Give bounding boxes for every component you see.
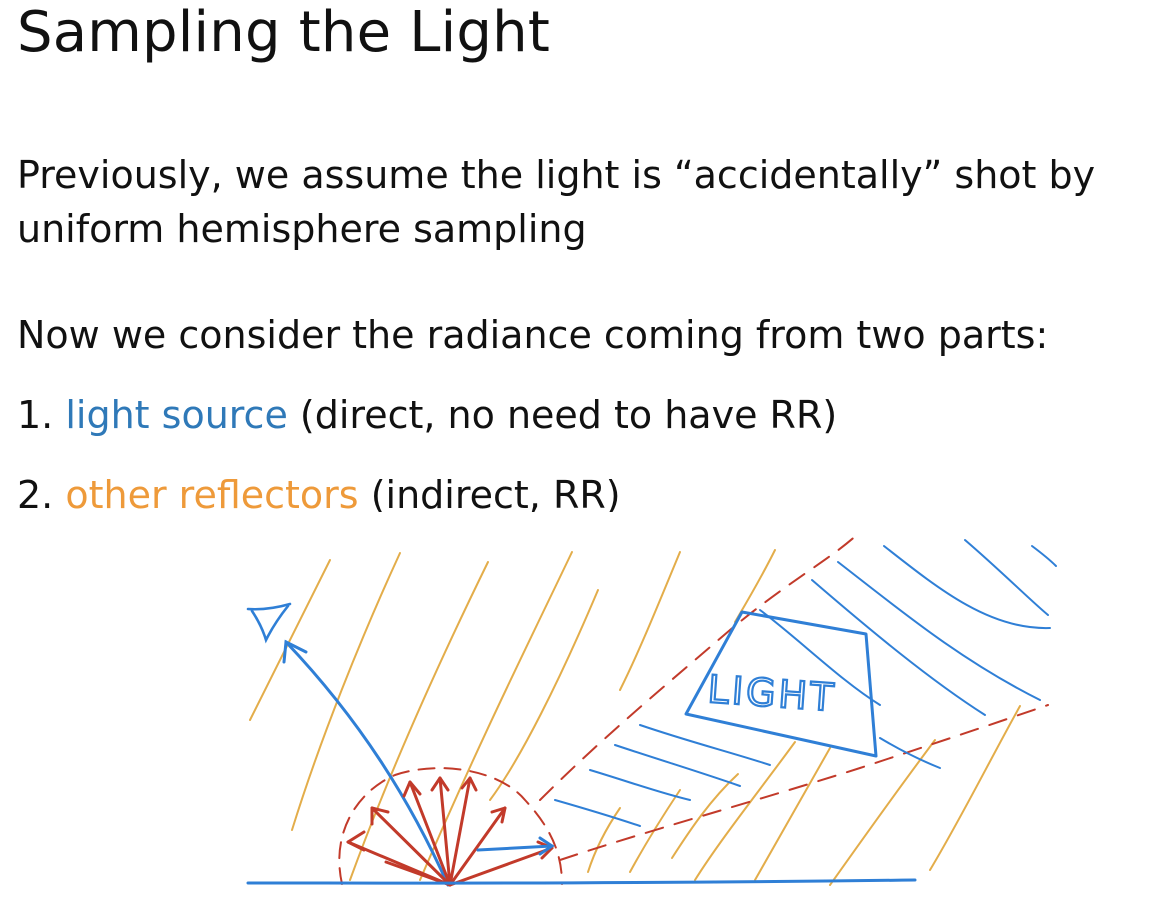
list-item-other-reflectors: 2. other reflectors (indirect, RR) bbox=[17, 468, 621, 512]
surface-line bbox=[246, 878, 917, 885]
light-source-box bbox=[684, 610, 878, 758]
item-number: 1. bbox=[17, 393, 66, 437]
paragraph-line: uniform hemisphere sampling bbox=[17, 207, 587, 251]
light-sample-ray bbox=[476, 836, 555, 856]
eye-icon bbox=[246, 602, 292, 644]
sampled-rays bbox=[346, 776, 554, 887]
light-sampling-sketch: LIGHT bbox=[246, 531, 1057, 887]
item-description: (indirect, RR) bbox=[358, 473, 621, 512]
paragraph-now: Now we consider the radiance coming from… bbox=[17, 313, 1049, 357]
item-description: (direct, no need to have RR) bbox=[287, 393, 838, 437]
paragraph-line: Previously, we assume the light is “acci… bbox=[17, 153, 1096, 197]
highlight-light-source: light source bbox=[65, 393, 288, 437]
light-frustum bbox=[539, 531, 1049, 861]
light-label: LIGHT bbox=[706, 667, 837, 720]
reflector-hatching bbox=[249, 549, 1021, 886]
list-item-light-source: 1. light source (direct, no need to have… bbox=[17, 388, 837, 442]
hemisphere-outline bbox=[338, 767, 563, 885]
highlight-other-reflectors: other reflectors bbox=[65, 473, 359, 512]
item-number: 2. bbox=[17, 473, 66, 512]
light-hatching bbox=[554, 539, 1057, 827]
paragraph-previously: Previously, we assume the light is “acci… bbox=[17, 148, 1095, 256]
page-title: Sampling the Light bbox=[17, 0, 550, 65]
view-ray bbox=[282, 639, 450, 887]
